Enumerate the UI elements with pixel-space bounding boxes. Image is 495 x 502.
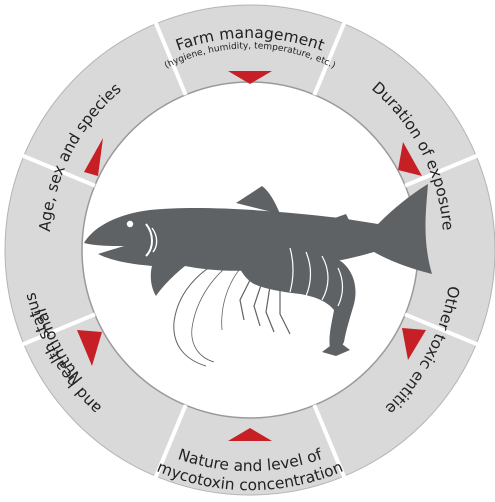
fish-eye-icon — [127, 221, 133, 227]
